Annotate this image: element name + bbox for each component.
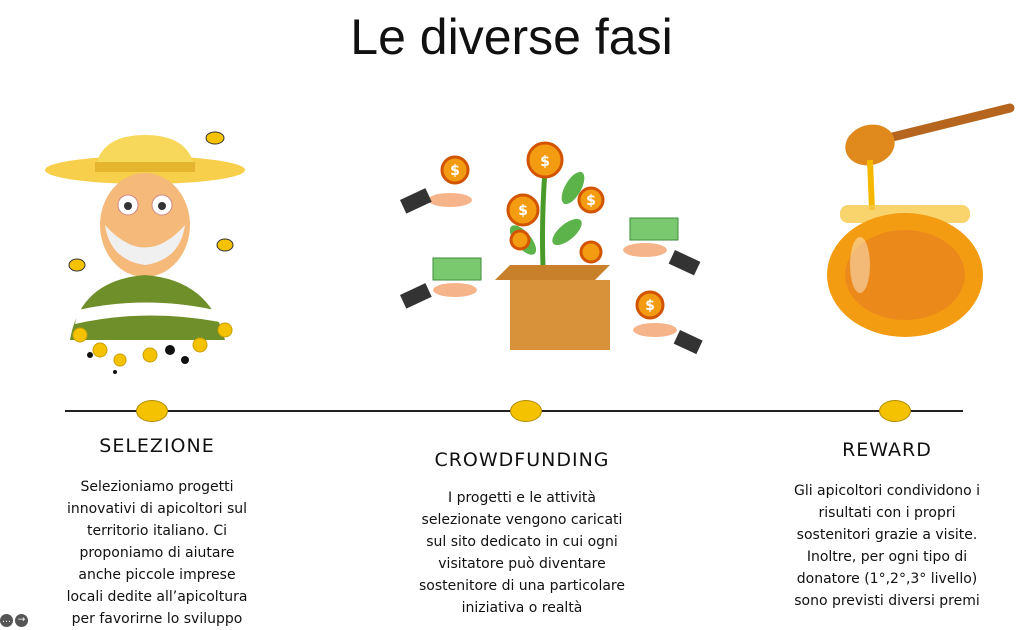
text-line: sostenitore di una particolare <box>419 578 625 594</box>
svg-text:$: $ <box>540 154 550 170</box>
phase-text-reward: Gli apicoltori condividono i risultati c… <box>737 480 1023 612</box>
text-line: locali dedite all’apicoltura <box>66 589 248 605</box>
phase-title-crowdfunding: CROWDFUNDING <box>434 449 610 471</box>
beekeeper-illustration <box>45 131 245 374</box>
text-line: I progetti e le attività <box>447 490 596 506</box>
text-line: Selezioniamo progetti <box>80 479 234 495</box>
coin-icon: $ $ $ $ $ <box>450 154 655 314</box>
slide-title: Le diverse fasi <box>350 9 673 65</box>
phase-text-crowdfunding: I progetti e le attività selezionate ven… <box>372 487 672 619</box>
phase-title-selezione: SELEZIONE <box>99 435 215 457</box>
text-line: selezionate vengono caricati <box>421 512 623 528</box>
svg-text:$: $ <box>645 298 655 314</box>
text-line: Inoltre, per ogni tipo di <box>806 549 968 565</box>
text-line: sono previsti diversi premi <box>794 593 980 609</box>
honey-jar-illustration <box>827 103 1015 337</box>
phase-title-reward: REWARD <box>842 439 932 461</box>
text-line: anche piccole imprese <box>78 567 236 583</box>
timeline-marker-selezione <box>136 400 168 422</box>
timeline-marker-crowdfunding <box>510 400 542 422</box>
text-line: proponiamo di aiutare <box>79 545 235 561</box>
phase-text-selezione: Selezioniamo progetti innovativi di apic… <box>7 476 307 630</box>
svg-text:$: $ <box>518 203 528 219</box>
svg-text:$: $ <box>586 193 596 209</box>
text-line: sul sito dedicato in cui ogni <box>426 534 618 550</box>
text-line: donatore (1°,2°,3° livello) <box>796 571 978 587</box>
text-line: iniziativa o realtà <box>461 600 583 616</box>
timeline-marker-reward <box>879 400 911 422</box>
next-slide-icon[interactable]: → <box>15 614 28 627</box>
text-line: sostenitori grazie a visite. <box>796 527 978 543</box>
text-line: innovativi di apicoltori sul <box>66 501 247 517</box>
text-line: risultati con i propri <box>818 505 956 521</box>
crowdfunding-illustration: $ $ $ $ $ <box>400 141 703 355</box>
svg-text:$: $ <box>450 163 460 179</box>
text-line: per favorirne lo sviluppo <box>71 611 243 627</box>
more-options-icon[interactable]: … <box>0 614 13 627</box>
text-line: territorio italiano. Ci <box>86 523 228 539</box>
text-line: visitatore può diventare <box>438 556 606 572</box>
bee-icon <box>68 131 234 272</box>
text-line: Gli apicoltori condividono i <box>793 483 981 499</box>
